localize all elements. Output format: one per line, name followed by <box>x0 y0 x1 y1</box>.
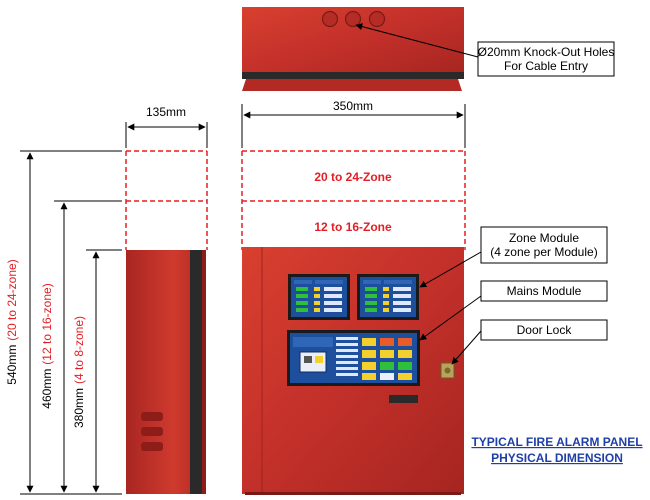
control-button <box>398 350 412 358</box>
vent-slot <box>141 412 163 421</box>
zone-16-label: 12 to 16-Zone <box>314 220 392 234</box>
knockout-label-line1: Ø20mm Knock-Out Holes <box>478 45 615 59</box>
knockout-label-line2: For Cable Entry <box>504 59 588 73</box>
width-dimension-front: 350mm <box>241 99 466 148</box>
zone-module-label-line1: Zone Module <box>509 231 579 245</box>
top-view-hinge-strip <box>242 72 464 79</box>
door-lock-leader-line <box>451 330 482 365</box>
width-dimension-side: 135mm <box>125 105 208 148</box>
led-indicator <box>365 294 377 298</box>
height-380-note: (4 to 8-zone) <box>72 316 86 384</box>
mains-module-label: Mains Module <box>507 284 582 298</box>
side-view-door-edge <box>190 250 202 494</box>
top-view-base <box>242 79 462 91</box>
height-dimension-540 <box>20 150 122 495</box>
top-view <box>242 7 464 91</box>
knockout-hole <box>321 10 339 28</box>
diagram-title-line1: TYPICAL FIRE ALARM PANEL <box>471 435 642 449</box>
led-indicator <box>365 287 377 291</box>
knockout-hole <box>368 10 386 28</box>
knockout-callout-box <box>477 41 615 77</box>
height-540-label: 540mm <box>5 345 19 385</box>
control-button <box>380 350 394 358</box>
width-front-label: 350mm <box>333 99 373 113</box>
control-button <box>362 373 376 380</box>
control-button <box>380 373 394 380</box>
knockout-leader-line <box>355 23 479 58</box>
led-indicator <box>365 301 377 305</box>
control-button <box>362 362 376 370</box>
height-460-note: (12 to 16-zone) <box>40 283 54 364</box>
diagram-title-line2: PHYSICAL DIMENSION <box>491 451 623 465</box>
led-indicator <box>365 308 377 312</box>
height-460-label: 460mm <box>40 369 54 409</box>
zone-module-leader-line <box>419 251 482 288</box>
zone-module-label-line2: (4 zone per Module) <box>490 245 597 259</box>
led-indicator <box>296 301 308 305</box>
brand-plate <box>389 395 418 403</box>
mains-module <box>287 330 420 386</box>
mains-module-leader-line <box>419 295 482 341</box>
height-540-text: 540mm (20 to 24-zone) <box>5 259 19 384</box>
height-460-text: 460mm (12 to 16-zone) <box>40 283 54 408</box>
zone-module-right <box>357 274 419 320</box>
front-view <box>242 247 464 495</box>
control-button <box>380 362 394 370</box>
zone-extension-outlines <box>125 150 466 250</box>
door-lock-callout-box <box>480 319 608 341</box>
control-button <box>398 338 412 346</box>
control-button <box>362 350 376 358</box>
key-switch-icon <box>304 356 312 363</box>
knockout-hole <box>344 10 362 28</box>
vent-slot <box>141 442 163 451</box>
height-540-note: (20 to 24-zone) <box>5 259 19 340</box>
control-button <box>398 373 412 380</box>
width-side-label: 135mm <box>146 105 186 119</box>
vent-slot <box>141 427 163 436</box>
height-dimension-460 <box>54 200 122 493</box>
door-lock <box>440 362 455 379</box>
led-indicator <box>296 308 308 312</box>
height-380-label: 380mm <box>72 388 86 428</box>
zone-24-label: 20 to 24-Zone <box>314 170 392 184</box>
control-button <box>398 362 412 370</box>
side-view <box>126 250 206 494</box>
zone-module-callout-box <box>480 226 608 264</box>
led-indicator <box>296 287 308 291</box>
door-lock-label: Door Lock <box>517 323 573 337</box>
height-dimension-380 <box>86 249 122 493</box>
zone-module-left <box>288 274 350 320</box>
height-380-text: 380mm (4 to 8-zone) <box>72 316 86 428</box>
mains-module-callout-box <box>480 280 608 302</box>
control-button <box>380 338 394 346</box>
control-button <box>362 338 376 346</box>
led-indicator <box>296 294 308 298</box>
